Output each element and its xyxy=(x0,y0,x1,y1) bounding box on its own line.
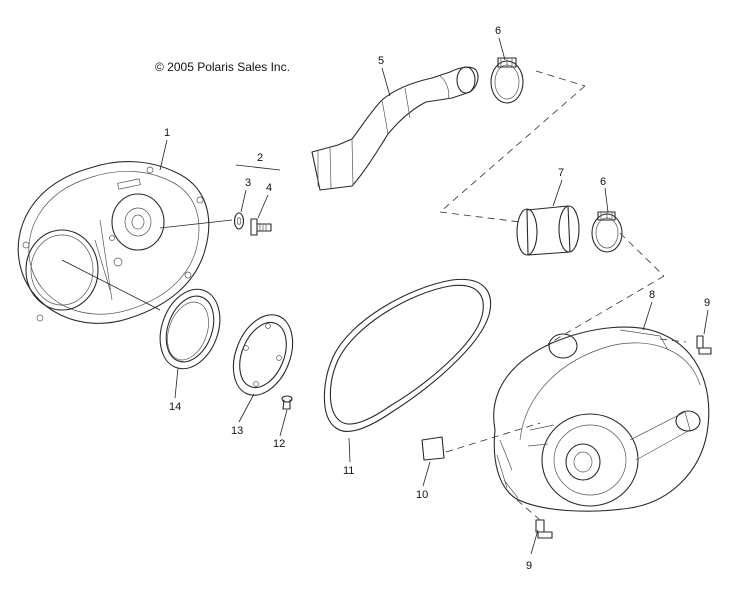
screw xyxy=(281,395,293,410)
callout-label: 5 xyxy=(378,55,384,67)
callout-label: 14 xyxy=(169,401,181,413)
callout-label: 6 xyxy=(495,25,501,37)
callout-labels: 1 2 3 4 5 6 6 7 8 9 9 10 11 12 13 14 xyxy=(164,25,710,572)
outer-clutch-cover xyxy=(493,326,710,512)
callout-label: 2 xyxy=(257,152,263,164)
callout-label: 6 xyxy=(600,176,606,188)
callout-label: 12 xyxy=(273,438,285,450)
callout-label: 10 xyxy=(416,489,428,501)
leader-lines xyxy=(61,37,709,555)
callout-label: 4 xyxy=(266,182,272,194)
callout-label: 11 xyxy=(343,465,354,477)
callout-label: 9 xyxy=(526,560,532,572)
clutch-intake-duct xyxy=(311,66,479,191)
callout-label: 9 xyxy=(704,297,710,309)
bolt xyxy=(250,218,272,236)
callout-label: 3 xyxy=(245,177,251,189)
drive-belt xyxy=(323,278,491,432)
duct-coupler xyxy=(516,205,580,256)
copyright-text: © 2005 Polaris Sales Inc. xyxy=(155,60,290,74)
hose-clamp xyxy=(490,57,524,104)
cover-bolt xyxy=(535,519,553,539)
callout-label: 1 xyxy=(164,127,170,139)
retainer-plate xyxy=(232,314,294,396)
washer xyxy=(233,212,245,230)
callout-label: 8 xyxy=(649,289,655,301)
callout-label: 13 xyxy=(231,425,243,437)
callout-label: 7 xyxy=(558,167,564,179)
cover-seal xyxy=(159,288,221,370)
cover-bolt xyxy=(696,335,712,355)
decal xyxy=(421,436,445,461)
inner-clutch-cover xyxy=(17,161,210,324)
hose-clamp xyxy=(591,211,623,253)
